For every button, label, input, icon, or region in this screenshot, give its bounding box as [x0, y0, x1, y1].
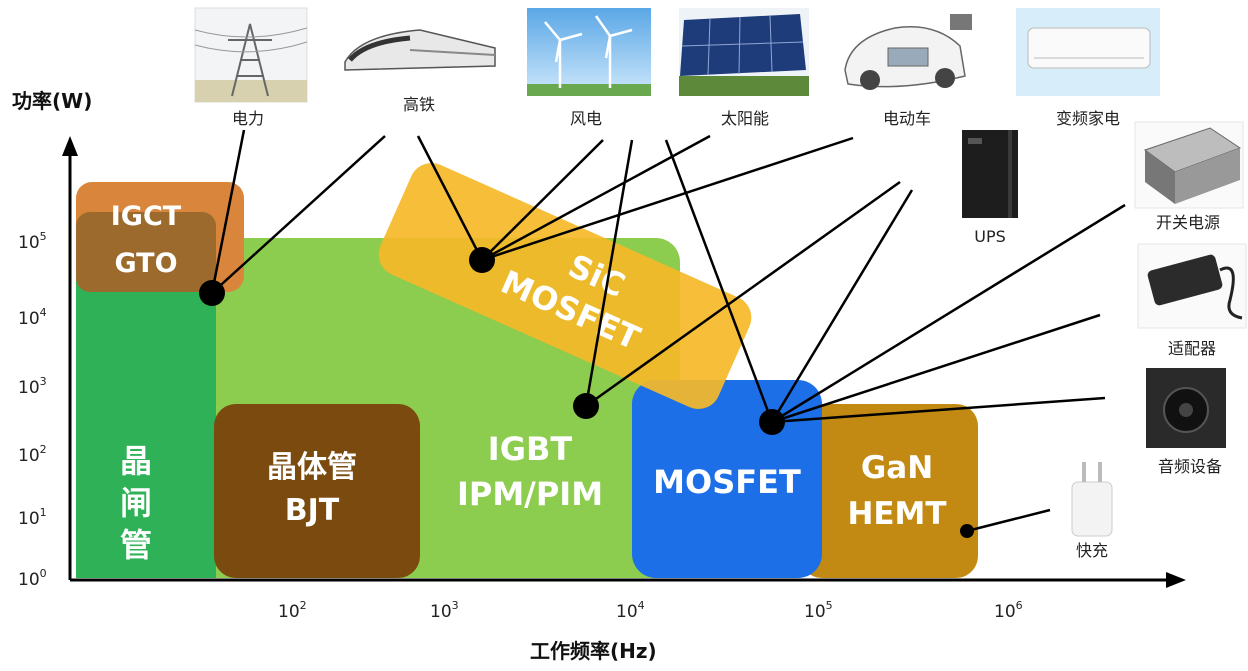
wind-power-image	[527, 8, 651, 96]
mosfet-label: MOSFET	[653, 463, 801, 501]
sic-mosfet-region	[378, 162, 752, 410]
gan-region	[800, 404, 978, 578]
thyristor-label-2: 闸	[120, 484, 152, 522]
fast-charger-image	[1071, 462, 1113, 537]
y-tick-1e3: 103	[18, 375, 47, 398]
y-tick-1e0: 100	[18, 567, 47, 590]
igbt-label: IGBT	[488, 430, 573, 468]
power-grid-image	[194, 7, 308, 103]
app-label-high-speed-rail: 高铁	[403, 95, 435, 114]
thyristor-region	[76, 262, 216, 578]
app-label-ev: 电动车	[883, 109, 931, 128]
y-tick-1e5: 105	[18, 230, 47, 253]
x-tick-1e4: 104	[616, 599, 645, 622]
app-label-ups: UPS	[974, 227, 1006, 246]
connector-dots	[199, 247, 974, 538]
gto-label: GTO	[114, 248, 177, 279]
app-label-wind-power: 风电	[570, 109, 602, 128]
adapter-image	[1137, 243, 1247, 329]
audio-device-image	[1146, 368, 1226, 448]
app-label-adapter: 适配器	[1168, 339, 1216, 358]
connector-lines	[210, 129, 1126, 533]
air-conditioner-image	[1016, 8, 1160, 96]
x-tick-1e3: 103	[430, 599, 459, 622]
app-label-inverter-appliance: 变频家电	[1056, 109, 1120, 128]
gto-region	[76, 212, 216, 292]
switching-power-supply-image	[1134, 121, 1244, 209]
app-label-switching-power: 开关电源	[1156, 213, 1220, 232]
ups-image	[962, 130, 1018, 218]
solar-panel-image	[679, 8, 809, 96]
gan-label: GaN	[861, 450, 933, 486]
x-axis-title: 工作频率(Hz)	[530, 639, 657, 663]
high-speed-train-image	[344, 29, 496, 71]
app-label-solar: 太阳能	[721, 109, 769, 128]
thyristor-label-1: 晶	[120, 442, 152, 480]
electric-vehicle-image	[844, 14, 972, 90]
x-tick-1e6: 106	[994, 599, 1023, 622]
y-axis-title: 功率(W)	[12, 89, 92, 113]
app-label-audio: 音频设备	[1158, 457, 1222, 476]
y-tick-1e1: 101	[18, 506, 47, 529]
igct-label: IGCT	[111, 201, 182, 232]
hemt-label: HEMT	[847, 496, 946, 532]
thyristor-label-3: 管	[120, 526, 152, 564]
y-axis-arrow	[62, 136, 78, 156]
app-label-power-grid: 电力	[232, 109, 264, 128]
y-tick-1e4: 104	[18, 306, 47, 329]
x-tick-1e5: 105	[804, 599, 833, 622]
bjt-region	[214, 404, 420, 578]
ipm-pim-label: IPM/PIM	[457, 475, 603, 513]
bjt-label-cn: 晶体管	[267, 450, 357, 485]
y-tick-1e2: 102	[18, 443, 47, 466]
x-tick-1e2: 102	[278, 599, 307, 622]
bjt-label: BJT	[285, 493, 340, 528]
x-axis-arrow	[1166, 572, 1186, 588]
app-label-fast-charge: 快充	[1076, 541, 1108, 560]
